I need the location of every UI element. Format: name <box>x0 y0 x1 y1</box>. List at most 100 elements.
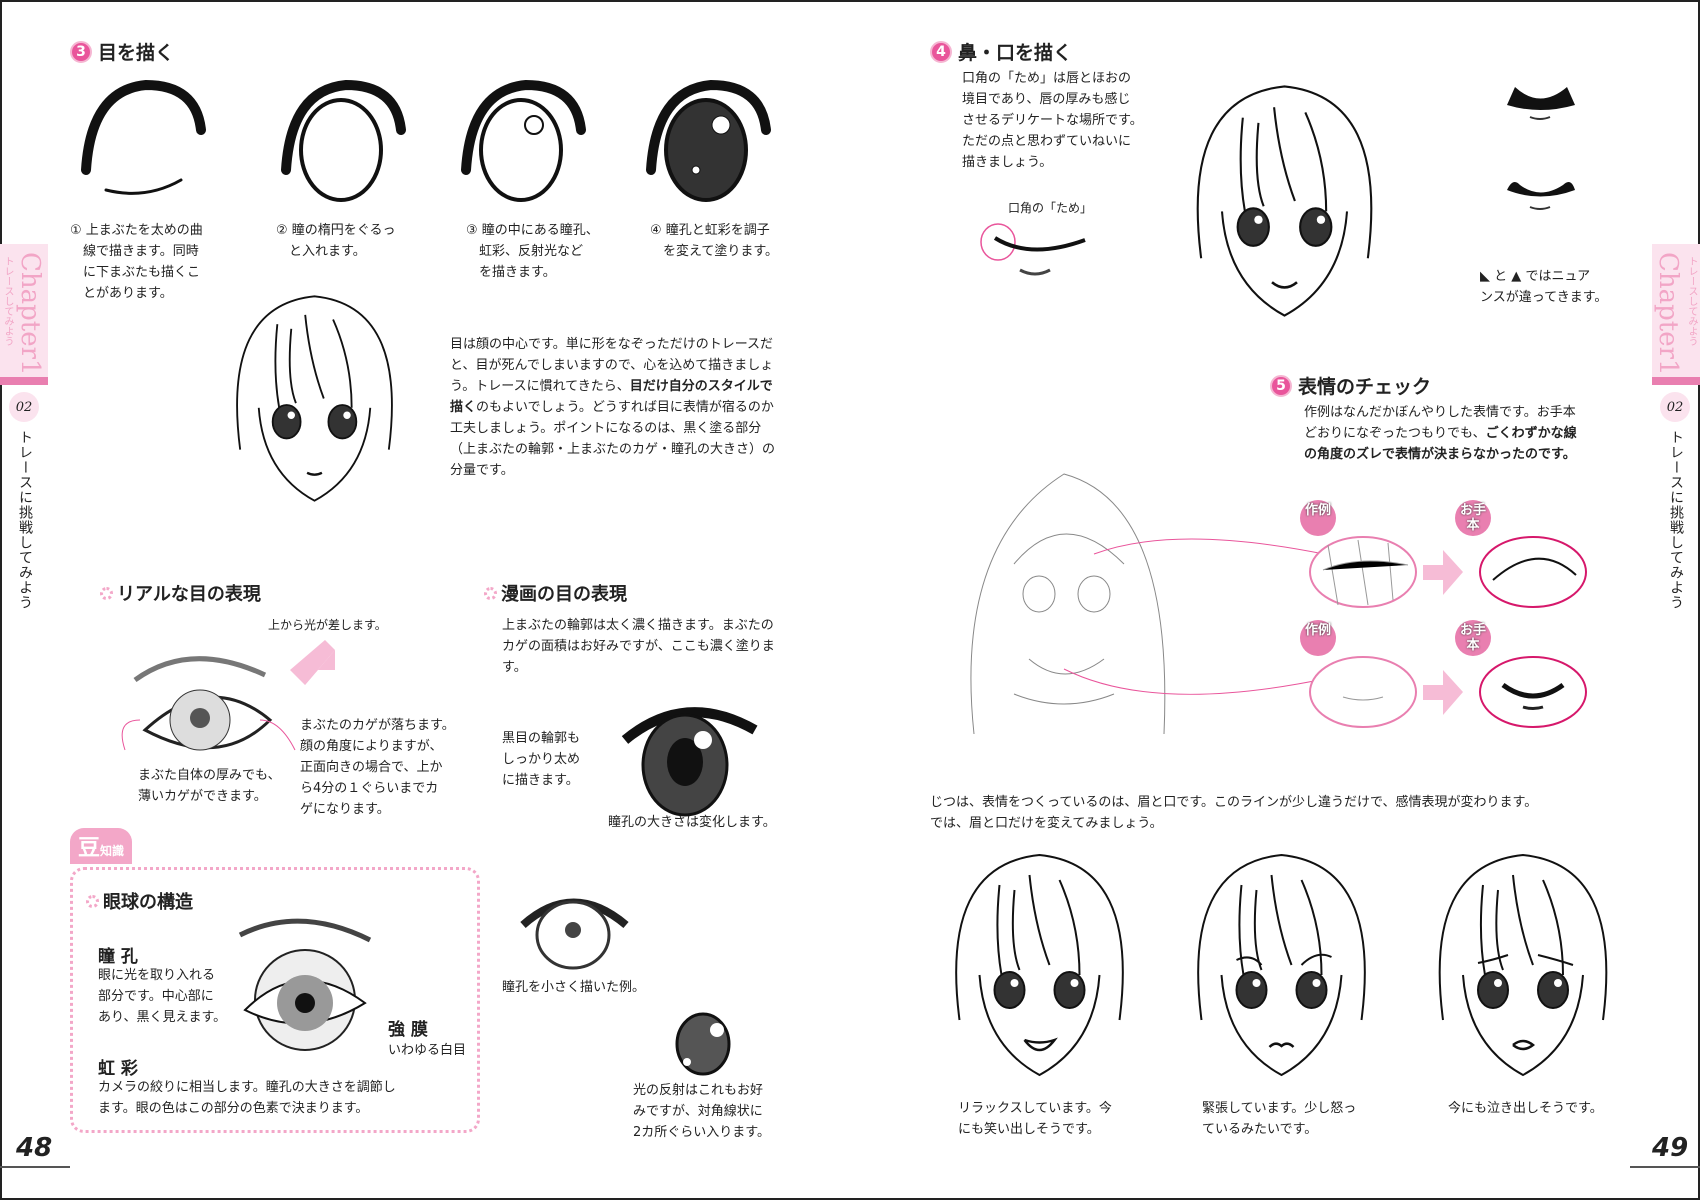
face-drawing <box>955 853 1124 1077</box>
eye-steps-drawing <box>81 79 771 202</box>
nuance-text: ではニュア ンスが違ってきます。 <box>1480 269 1608 305</box>
girl-face-illustration <box>1171 76 1398 326</box>
manga-eye-illustration <box>615 690 765 824</box>
upper-lid-note: 上まぶたの輪郭は太く濃く描きます。まぶたの カゲの面積はお好みですが、ここも濃く… <box>502 618 775 675</box>
light-note: 上から光が差します。 <box>268 618 387 632</box>
manga-eye-drawing <box>621 707 758 817</box>
chapter-tab[interactable]: トレースしてみよう Chapter1 <box>0 244 48 385</box>
nuance-and: と <box>1494 269 1508 284</box>
section-number-badge: 3 <box>70 40 92 63</box>
crying-caption: 今にも泣き出しそうです。 <box>1448 1101 1603 1116</box>
example-badge: 作例 <box>1300 500 1336 536</box>
trivia-tag: 豆知識 <box>70 828 133 864</box>
small-pupil-eye <box>518 890 629 974</box>
model-badge: お手本 <box>1455 620 1491 656</box>
model-badge: お手本 <box>1455 500 1491 536</box>
sketch-girl-drawing <box>970 473 1325 735</box>
comparison-illustration <box>1308 535 1588 739</box>
face-drawing <box>236 295 393 502</box>
triangle-shape-icon: ▲ <box>1511 269 1522 284</box>
relaxed-caption: リラックスしています。今 にも笑い出しそうです。 <box>958 1101 1112 1137</box>
page-rule <box>0 1166 70 1168</box>
chapter-sub-label: トレースしてみよう <box>1686 256 1697 346</box>
reflection-eye <box>675 1012 735 1081</box>
step-1-caption: ① 上まぶたを太めの曲 線で描きます。同時 に下まぶたも描くこ とがあります。 <box>70 223 203 301</box>
iris-label: 虹 彩 <box>98 1059 138 1079</box>
flower-icon <box>484 586 497 600</box>
tense-caption: 緊張しています。少し怒っ ているみたいです。 <box>1202 1101 1357 1137</box>
face-drawing <box>1197 853 1366 1077</box>
real-eye-heading: リアルな目の表現 <box>100 580 261 606</box>
real-eye-drawing <box>121 640 335 751</box>
section4-heading: 4 鼻・口を描く <box>930 38 1072 65</box>
eyeball-illustration <box>238 915 400 1059</box>
tag-big: 豆 <box>78 836 101 861</box>
comparison-drawing <box>1309 536 1587 728</box>
mouth-corner-illustration <box>980 220 1090 294</box>
face-drawing <box>1196 85 1373 317</box>
section-number-badge: 5 <box>1270 374 1292 397</box>
flower-icon <box>100 586 113 600</box>
section5-text: 作例はなんだかぼんやりした表情です。お手本 どおりになぞったつもりでも、ごくわず… <box>1304 402 1577 465</box>
section4-text: 口角の「ため」は唇とほおの 境目であり、唇の厚みも感じ させるデリケートな場所で… <box>962 71 1143 170</box>
flower-icon <box>86 894 99 908</box>
chapter-label: Chapter1 <box>1653 252 1683 376</box>
section-title: 鼻・口を描く <box>958 42 1073 64</box>
step-3-caption: ③ 瞳の中にある瞳孔、 虹彩、反射光など を描きます。 <box>466 223 599 280</box>
heading-text: 漫画の目の表現 <box>501 584 627 605</box>
step-4-caption: ④ 瞳孔と虹彩を調子 を変えて塗ります。 <box>650 223 779 259</box>
example-badge: 作例 <box>1300 620 1336 656</box>
page-number-right: 49 <box>1652 1133 1689 1163</box>
section-number: 02 <box>9 392 39 422</box>
section3-heading: 3 目を描く <box>70 38 174 65</box>
section-title: 目を描く <box>98 42 175 64</box>
step-2-caption: ② 瞳の楕円をぐるっ と入れます。 <box>276 223 396 259</box>
sclera-label: 強 膜 <box>388 1020 428 1040</box>
expression-intro: じつは、表情をつくっているのは、眉と口です。このラインが少し違うだけで、感情表現… <box>930 795 1538 831</box>
sketch-girl-illustration <box>954 444 1325 743</box>
paragraph-text: 目は顔の中心です。単に形をなぞっただけのトレースだと、目が死んでしまいますので、… <box>450 337 774 394</box>
section-title: 表情のチェック <box>1298 376 1432 398</box>
girl-face-illustration <box>206 287 423 510</box>
relaxed-face-illustration <box>930 845 1149 1085</box>
pupil-label: 瞳 孔 <box>98 947 138 967</box>
paragraph-bold: 目だけ自分のスタイルで描く <box>450 379 773 415</box>
drop-shape-icon: ◣ <box>1480 269 1490 284</box>
heading-text: リアルな目の表現 <box>117 584 261 605</box>
page-number-left: 48 <box>16 1133 53 1163</box>
tag-small: 知識 <box>100 844 125 858</box>
heading-text: 眼球の構造 <box>103 892 193 913</box>
sclera-text: いわゆる白目 <box>388 1043 467 1058</box>
chapter-sub-label: トレースしてみよう <box>2 256 13 346</box>
pupil-text: 眼に光を取り入れる 部分です。中心部に あり、黒く見えます。 <box>98 968 227 1025</box>
reflection-caption: 光の反射はこれもお好 みですが、対角線状に 2カ所ぐらい入ります。 <box>633 1083 770 1140</box>
eyeball-heading: 眼球の構造 <box>86 888 193 914</box>
section-number: 02 <box>1660 392 1690 422</box>
mouth-variants <box>1505 85 1580 219</box>
eyeball-drawing <box>238 918 372 1051</box>
chapter-label: Chapter1 <box>15 252 45 376</box>
shadow-note: まぶたのカゲが落ちます。 顔の角度によりますが、 正面向きの場合で、上か ら4分… <box>300 718 455 817</box>
small-pupil-caption: 瞳孔を小さく描いた例。 <box>502 980 646 995</box>
section5-text-normal: 作例はなんだかぼんやりした表情です。お手本 どおりになぞったつもりでも、 <box>1304 405 1576 441</box>
iris-text: カメラの絞りに相当します。瞳孔の大きさを調節し ます。眼の色はこの部分の色素で決… <box>98 1080 396 1116</box>
eye-paragraph: 目は顔の中心です。単に形をなぞっただけのトレースだと、目が死んでしまいますので、… <box>450 334 780 481</box>
paragraph-text: のもよいでしょう。どうすれば目に表情が宿るのか工夫しましょう。ポイントになるのは… <box>450 400 776 478</box>
section-title-vertical: トレースに挑戦してみよう <box>17 430 33 610</box>
small-pupil-drawing <box>520 898 629 970</box>
mouth-corner-drawing <box>980 223 1086 276</box>
pupil-size-note: 瞳孔の大きさは変化します。 <box>608 815 776 830</box>
section-number-badge: 4 <box>930 40 952 63</box>
mouth-corner-label: 口角の「ため」 <box>1008 201 1093 215</box>
page-rule <box>1630 1166 1700 1168</box>
real-eye-illustration <box>120 640 350 794</box>
reflection-drawing <box>675 1012 731 1076</box>
iris-note: 黒目の輪郭も しっかり太め に描きます。 <box>502 731 581 788</box>
thickness-note: まぶた自体の厚みでも、 薄いカゲができます。 <box>138 768 281 804</box>
chapter-tab[interactable]: Chapter1 トレースしてみよう <box>1652 244 1700 385</box>
nuance-note: ◣ と ▲ ではニュア ンスが違ってきます。 <box>1480 266 1607 308</box>
manga-eye-heading: 漫画の目の表現 <box>484 580 627 606</box>
tense-face-illustration <box>1173 845 1390 1085</box>
section5-text-bold: ごくわずかな線 の角度のズレで表情が決まらなかったのです。 <box>1304 426 1577 462</box>
mouth-variants-drawing <box>1507 87 1575 210</box>
